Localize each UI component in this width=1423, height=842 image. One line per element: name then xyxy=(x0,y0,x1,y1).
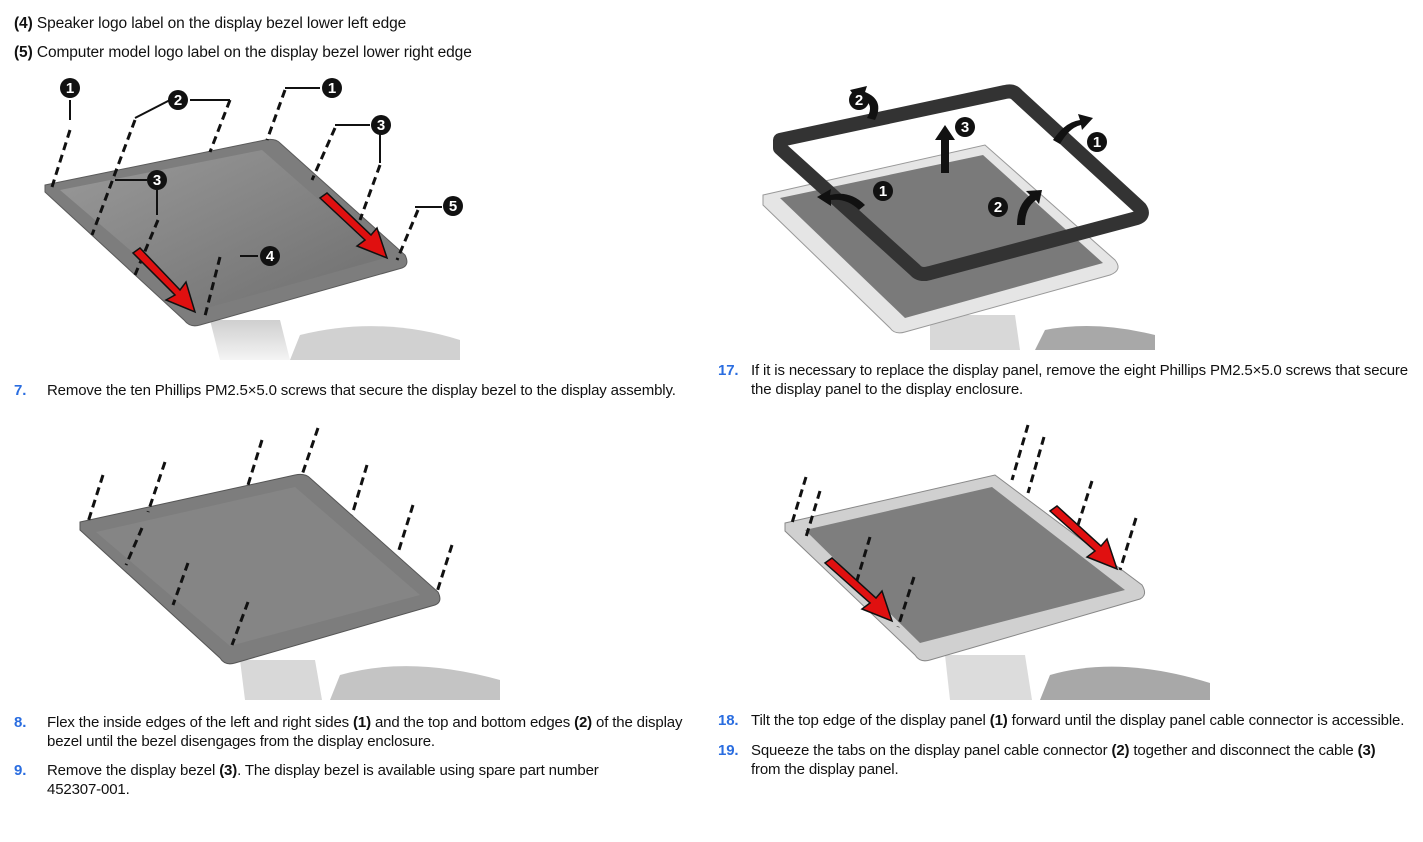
black-arrow xyxy=(817,189,865,210)
callout-1: 1 xyxy=(873,181,893,201)
svg-text:2: 2 xyxy=(994,199,1002,216)
figure-bezel-screws xyxy=(79,427,500,700)
step-text: 452307-001. xyxy=(47,781,130,798)
step-number: 19. xyxy=(718,742,739,759)
step-number: 18. xyxy=(718,712,739,729)
callout-1: 1 xyxy=(322,78,342,98)
step-text: Remove the ten Phillips PM2.5×5.0 screws… xyxy=(47,382,676,399)
callout-1: 1 xyxy=(60,78,80,98)
step-text: bezel until the bezel disengages from th… xyxy=(47,733,435,750)
step-9: 9. Remove the display bezel (3). The dis… xyxy=(14,761,714,801)
legend-marker: (4) xyxy=(14,15,33,32)
figure-panel-screws xyxy=(784,424,1210,700)
legend-item-5: (5) Computer model logo label on the dis… xyxy=(14,44,472,62)
callout-1: 1 xyxy=(1087,132,1107,152)
step-text: the display panel to the display enclosu… xyxy=(751,381,1024,398)
stand xyxy=(210,320,290,360)
svg-text:2: 2 xyxy=(174,92,182,109)
screw-guides xyxy=(86,427,454,646)
step-text: Squeeze the tabs on the display panel ca… xyxy=(751,742,1376,759)
callout-ref: (3) xyxy=(1357,742,1376,759)
svg-text:1: 1 xyxy=(328,80,336,97)
stand xyxy=(240,660,322,700)
callout-2: 2 xyxy=(988,197,1008,217)
legend-item-4: (4) Speaker logo label on the display be… xyxy=(14,15,406,33)
step-text: Flex the inside edges of the left and ri… xyxy=(47,714,683,731)
svg-text:3: 3 xyxy=(377,117,385,134)
display-panel xyxy=(780,155,1103,318)
callouts: 1 2 1 3 3 5 4 xyxy=(60,78,463,266)
callout-3: 3 xyxy=(955,117,975,137)
callout-3: 3 xyxy=(147,170,167,190)
step-text: from the display panel. xyxy=(751,761,899,778)
legend-text: Speaker logo label on the display bezel … xyxy=(32,15,407,32)
step-number: 17. xyxy=(718,362,739,379)
step-7: 7. Remove the ten Phillips PM2.5×5.0 scr… xyxy=(14,381,704,401)
callout-3: 3 xyxy=(371,115,391,135)
keyboard-base xyxy=(1035,326,1155,350)
callout-2: 2 xyxy=(849,90,869,110)
callout-4: 4 xyxy=(260,246,280,266)
keyboard-base xyxy=(330,666,500,700)
legend-text: Computer model logo label on the display… xyxy=(32,44,472,61)
step-19: 19. Squeeze the tabs on the display pane… xyxy=(718,741,1418,781)
svg-text:2: 2 xyxy=(855,92,863,109)
callout-ref: (2) xyxy=(1111,742,1130,759)
svg-text:3: 3 xyxy=(153,172,161,189)
screw-guides xyxy=(790,424,1138,628)
keyboard-base xyxy=(290,326,460,360)
keyboard-base xyxy=(1040,666,1210,700)
stand xyxy=(930,315,1020,350)
display-screen xyxy=(96,487,420,646)
callout-ref: (1) xyxy=(353,714,371,731)
callout-2: 2 xyxy=(168,90,188,110)
black-arrow xyxy=(935,125,955,173)
svg-text:5: 5 xyxy=(449,198,457,215)
display-bezel xyxy=(773,84,1149,281)
red-arrows xyxy=(131,192,389,314)
svg-text:4: 4 xyxy=(266,248,275,265)
step-17: 17. If it is necessary to replace the di… xyxy=(718,361,1418,401)
black-arrow xyxy=(1053,114,1093,144)
svg-text:3: 3 xyxy=(961,119,969,136)
legend-marker: (5) xyxy=(14,44,33,61)
figure-bezel-removal: 2 3 1 1 2 xyxy=(762,84,1155,350)
svg-text:1: 1 xyxy=(1093,134,1101,151)
step-number: 9. xyxy=(14,762,27,779)
step-number: 8. xyxy=(14,714,27,731)
callout-ref: (3) xyxy=(219,762,238,779)
callout-ref: (2) xyxy=(574,714,592,731)
black-arrow xyxy=(1017,190,1042,225)
red-arrows xyxy=(823,505,1119,623)
callout-5: 5 xyxy=(443,196,463,216)
callouts: 2 3 1 1 2 xyxy=(849,90,1107,217)
svg-text:1: 1 xyxy=(66,80,74,97)
callout-ref: (1) xyxy=(989,712,1008,729)
step-text: If it is necessary to replace the displa… xyxy=(751,362,1408,379)
red-arrow xyxy=(823,557,894,623)
step-18: 18. Tilt the top edge of the display pan… xyxy=(718,711,1418,731)
step-number: 7. xyxy=(14,382,27,399)
step-8: 8. Flex the inside edges of the left and… xyxy=(14,713,714,753)
step-text: Remove the display bezel (3). The displa… xyxy=(47,762,599,779)
figure-bezel-labels: 1 2 1 3 3 5 4 xyxy=(44,78,463,360)
red-arrow xyxy=(1048,505,1119,571)
step-text: Tilt the top edge of the display panel (… xyxy=(751,712,1405,729)
red-arrow xyxy=(318,192,389,260)
display-screen xyxy=(60,150,385,310)
svg-text:1: 1 xyxy=(879,183,887,200)
stand xyxy=(945,655,1032,700)
red-arrow xyxy=(131,247,197,314)
